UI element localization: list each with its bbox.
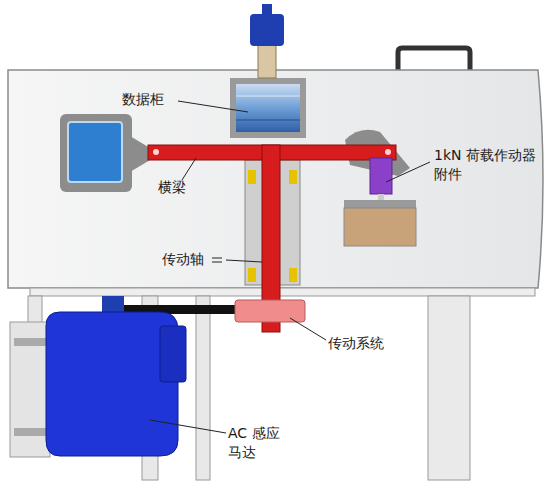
actuator bbox=[370, 158, 392, 194]
bearing bbox=[289, 268, 297, 282]
bearing bbox=[289, 170, 297, 184]
window bbox=[68, 122, 122, 182]
base-plate bbox=[30, 288, 535, 296]
part-label: AC 感应 马达 bbox=[228, 424, 292, 462]
load-frame bbox=[344, 200, 416, 208]
leg bbox=[428, 296, 470, 480]
load-block bbox=[344, 208, 416, 246]
window-frame bbox=[60, 114, 132, 192]
bearing bbox=[248, 170, 256, 184]
part-label: 1kN 荷载作动器 附件 bbox=[434, 146, 546, 184]
part-label: 数据柜 bbox=[122, 90, 182, 109]
bearing bbox=[248, 268, 256, 282]
top-motor bbox=[250, 14, 284, 46]
coupling bbox=[258, 44, 276, 78]
leader-lines bbox=[150, 101, 430, 433]
transmission bbox=[235, 300, 305, 322]
part-label: 传动轴 bbox=[162, 250, 212, 269]
part-label: 横梁 bbox=[158, 178, 208, 197]
top-motor bbox=[262, 4, 272, 16]
ac-motor bbox=[46, 312, 178, 456]
data-cabinet bbox=[236, 84, 300, 132]
cabinet-frame bbox=[230, 78, 306, 138]
leg bbox=[196, 296, 210, 480]
terminal-box bbox=[160, 326, 186, 382]
handle bbox=[398, 48, 470, 72]
part-label: 传动系统 bbox=[328, 334, 408, 353]
